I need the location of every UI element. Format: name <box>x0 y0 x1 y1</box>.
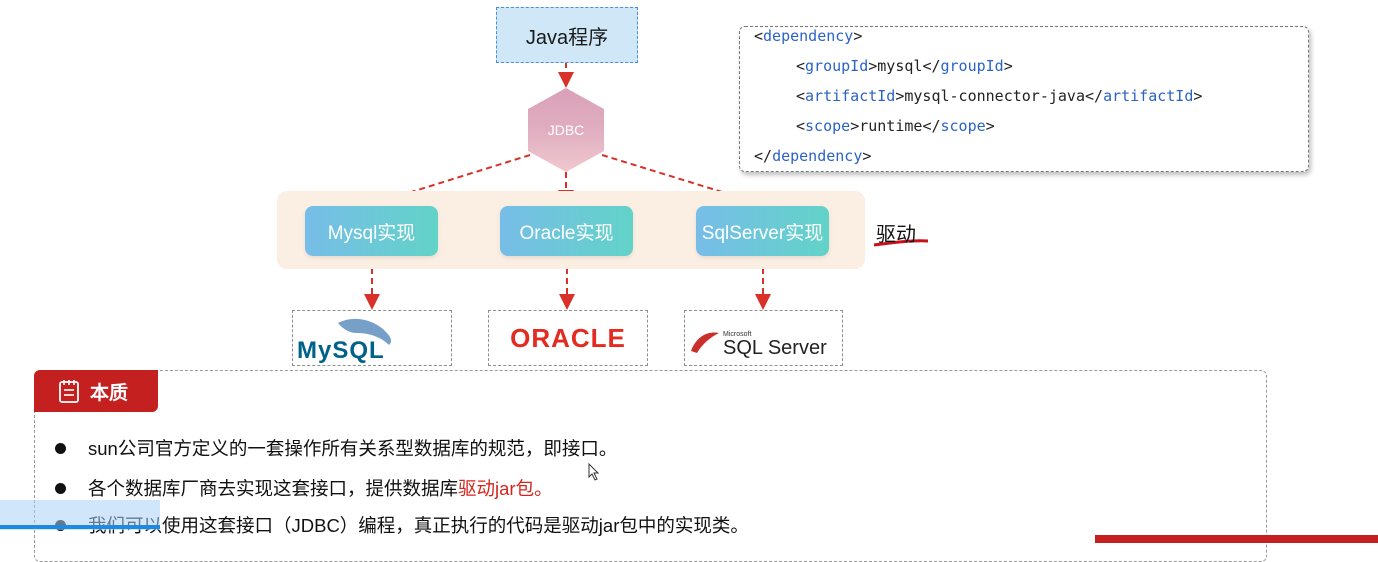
oracle-logo: ORACLE <box>488 310 648 366</box>
driver-label: 驱动 <box>876 224 916 246</box>
list-item: sun公司官方定义的一套操作所有关系型数据库的规范，即接口。 <box>55 435 617 461</box>
code-line: </dependency> <box>754 147 872 165</box>
bullet-dot <box>55 442 66 454</box>
oracle-logo-text: ORACLE <box>510 322 626 353</box>
code-line: <scope>runtime</scope> <box>796 117 995 135</box>
essence-panel <box>34 370 1267 562</box>
maven-dependency-code: <dependency> <groupId>mysql</groupId> <a… <box>739 26 1309 172</box>
bullet-dot <box>55 482 66 494</box>
mysql-logo: MySQL <box>292 310 452 366</box>
oracle-impl-label: Oracle实现 <box>519 222 614 244</box>
list-item: 各个数据库厂商去实现这套接口，提供数据库驱动jar包。 <box>55 475 553 501</box>
oracle-impl-box: Oracle实现 <box>500 206 633 256</box>
java-program-box: Java程序 <box>496 7 638 63</box>
essence-header: 本质 <box>34 370 158 412</box>
progress-bar <box>0 525 160 529</box>
mysql-impl-label: Mysql实现 <box>327 222 416 244</box>
mysql-logo-text: MySQL <box>297 337 385 364</box>
essence-title: 本质 <box>90 382 129 404</box>
footer-red-bar <box>1095 535 1378 543</box>
java-program-label: Java程序 <box>525 26 609 49</box>
sqlserver-icon <box>691 332 719 353</box>
sqlserver-logo: Microsoft SQL Server <box>684 310 843 366</box>
sqlserver-impl-box: SqlServer实现 <box>696 206 829 256</box>
sqlserver-logo-small: Microsoft <box>723 331 752 338</box>
mysql-dolphin-icon <box>338 318 392 345</box>
jdbc-label: JDBC <box>547 122 585 138</box>
code-line: <dependency> <box>754 27 863 45</box>
sqlserver-impl-label: SqlServer实现 <box>701 222 824 244</box>
mouse-cursor-icon <box>588 463 600 481</box>
sqlserver-logo-text: SQL Server <box>723 337 827 359</box>
mysql-impl-box: Mysql实现 <box>305 206 438 256</box>
highlight-driver-jar: 驱动jar包 <box>458 478 535 499</box>
code-line: <artifactId>mysql-connector-java</artifa… <box>796 87 1203 105</box>
code-line: <groupId>mysql</groupId> <box>796 57 1013 75</box>
jdbc-hexagon: JDBC <box>528 88 604 172</box>
notepad-icon <box>59 380 79 403</box>
